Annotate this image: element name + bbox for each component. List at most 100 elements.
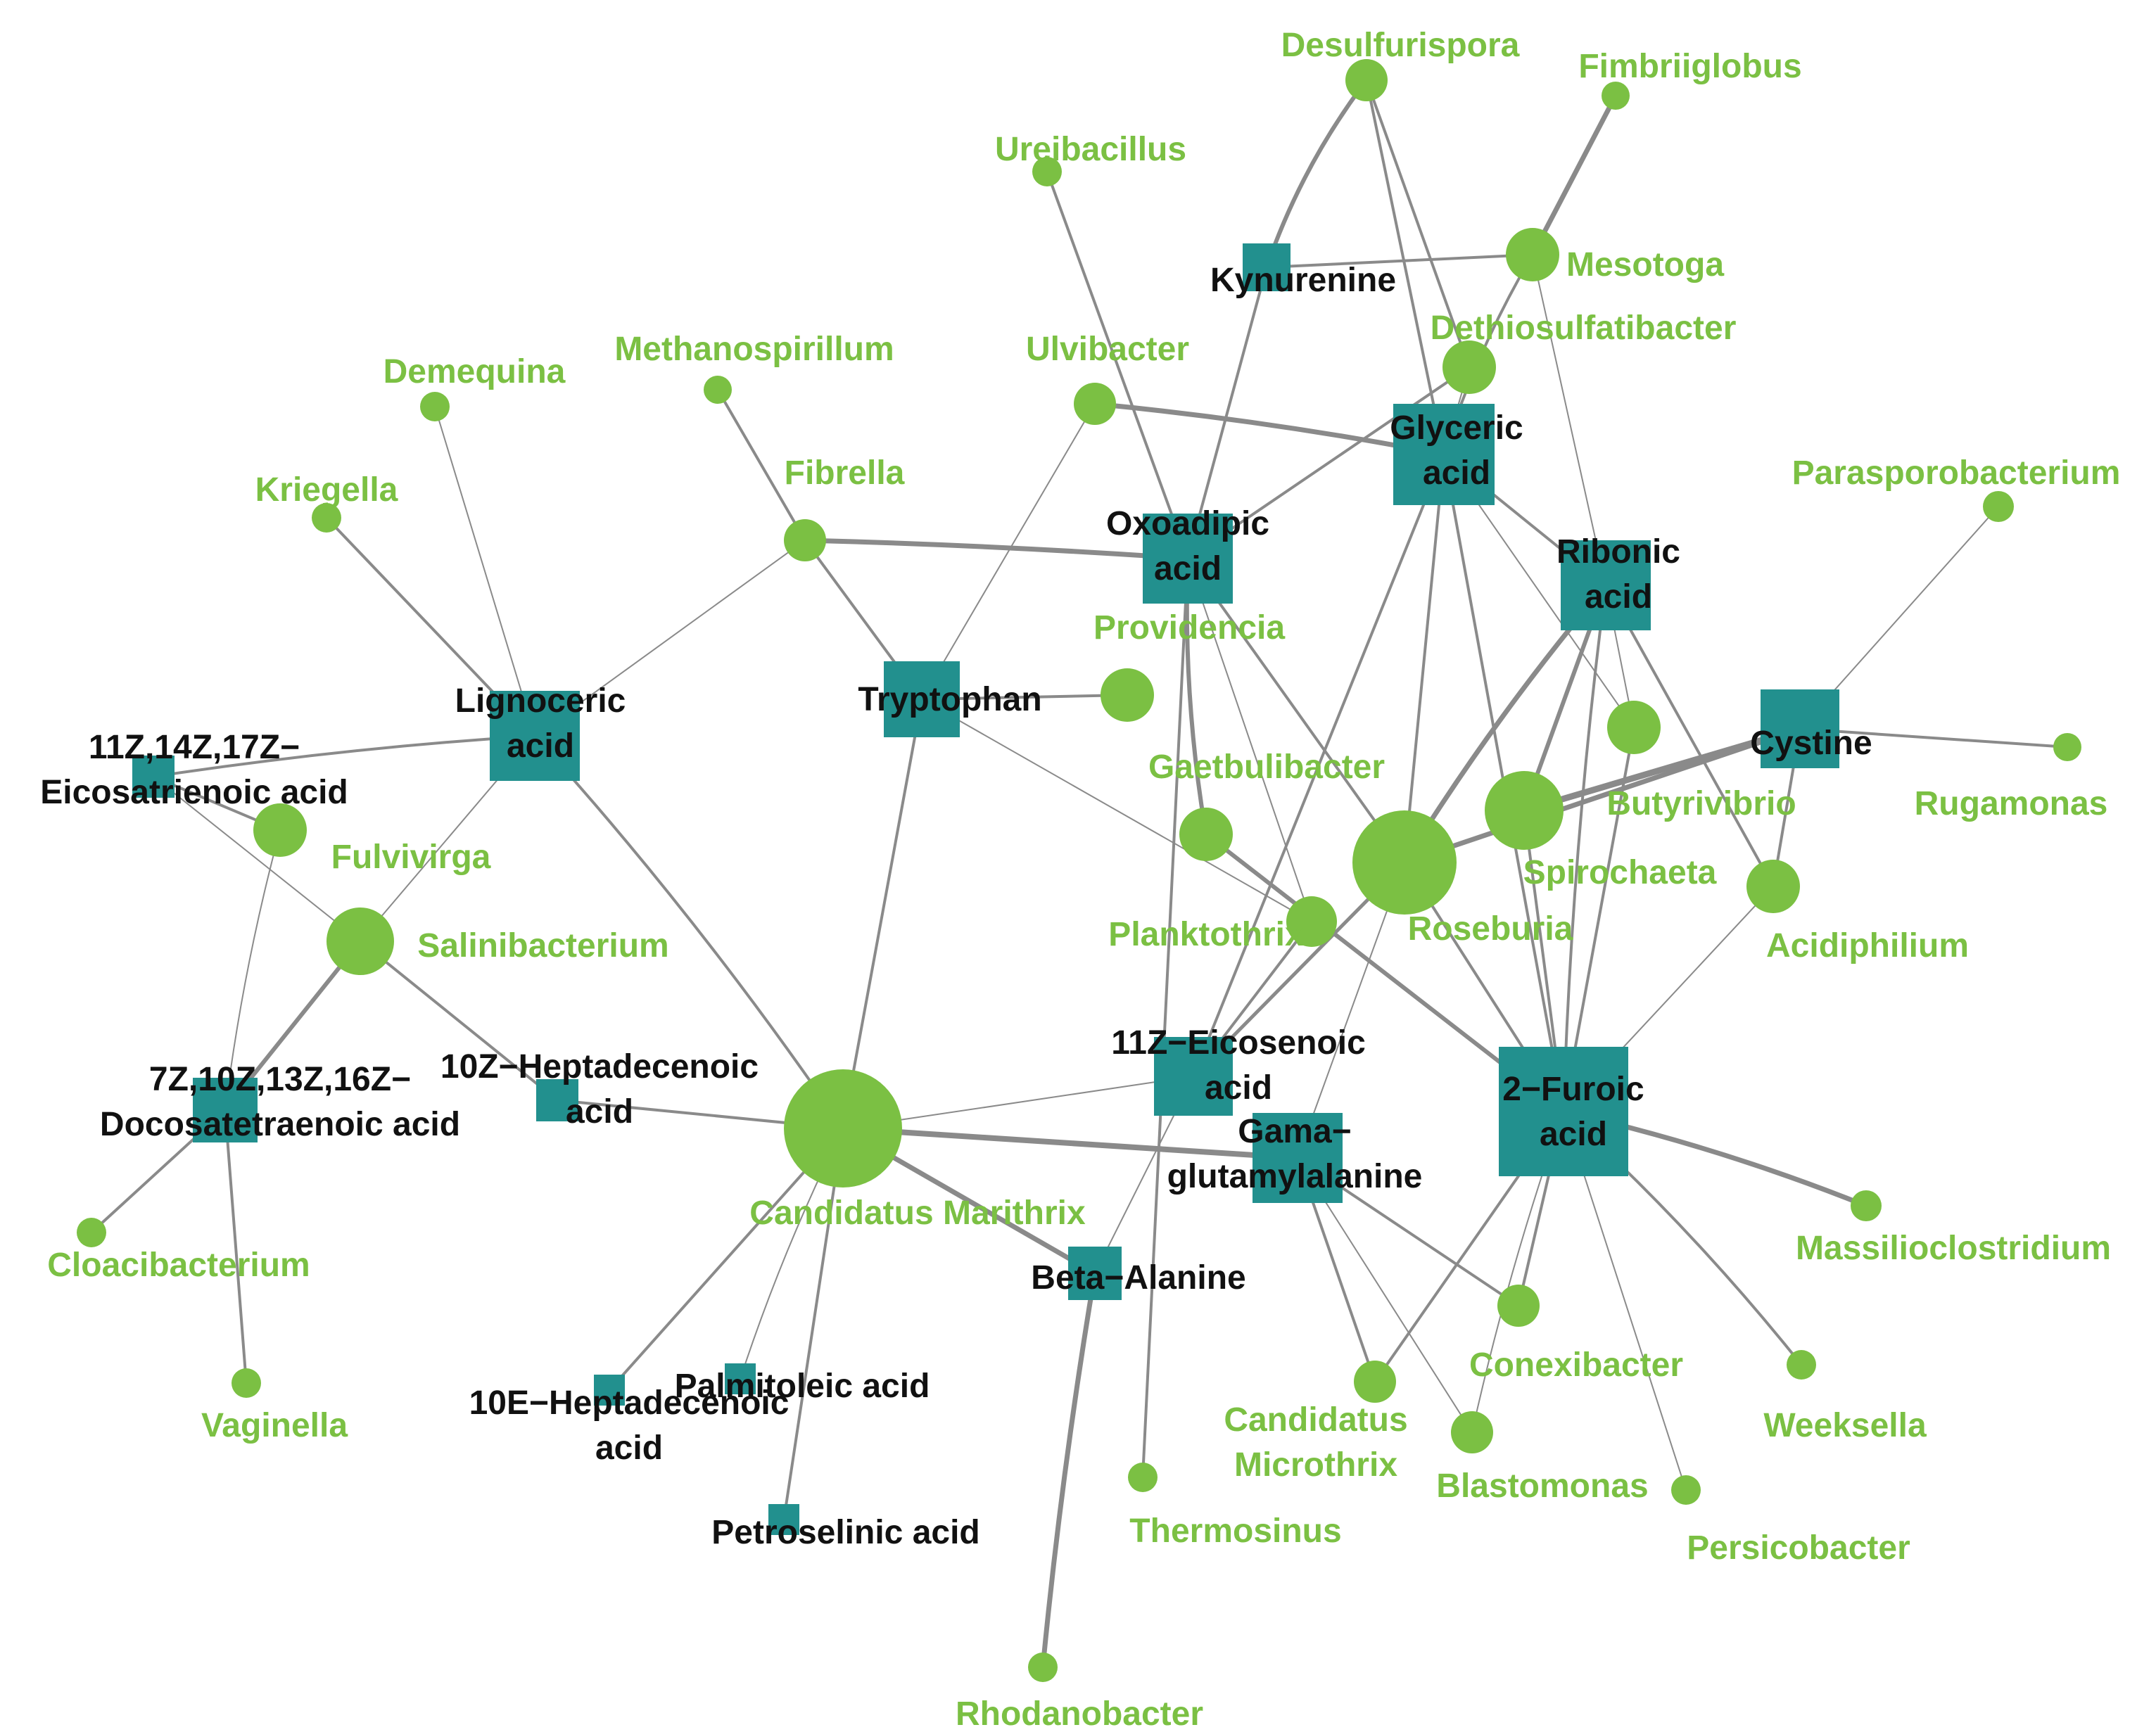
- node-desulfurispora[interactable]: [1345, 59, 1388, 101]
- node-palmitoleic-acid[interactable]: [725, 1363, 756, 1394]
- edge-lignoceric-acid-candidatus-marithrix: [533, 734, 844, 1130]
- label-line: acid: [595, 1429, 663, 1467]
- node-rhodanobacter[interactable]: [1028, 1653, 1058, 1682]
- node-eicosenoic-acid[interactable]: [1154, 1037, 1233, 1116]
- edge-ribonic-acid-furoic-acid: [1562, 584, 1607, 1113]
- label-eicosatrienoic-acid: 11Z,14Z,17Z−Eicosatrienoic acid: [40, 729, 348, 811]
- node-massilioclostridium[interactable]: [1851, 1190, 1882, 1221]
- node-fimbriiglobus[interactable]: [1602, 82, 1630, 110]
- label-cystine: Cystine: [1750, 725, 1872, 762]
- node-ribonic-acid[interactable]: [1561, 540, 1651, 630]
- edge-fimbriiglobus-mesotoga: [1530, 93, 1618, 257]
- node-kynurenine[interactable]: [1243, 243, 1291, 291]
- label-line: Cystine: [1750, 725, 1872, 762]
- node-kriegella[interactable]: [312, 503, 341, 533]
- node-tryptophan[interactable]: [884, 661, 960, 737]
- node-gama-glutamylalanine[interactable]: [1253, 1113, 1343, 1203]
- edge-desulfurispora-kynurenine: [1264, 78, 1369, 269]
- node-cloacibacterium[interactable]: [77, 1218, 106, 1247]
- edge-fibrella-oxoadipic-acid: [802, 537, 1191, 561]
- node-vaginella[interactable]: [232, 1368, 261, 1398]
- label-cloacibacterium: Cloacibacterium: [47, 1247, 310, 1284]
- label-vaginella: Vaginella: [201, 1407, 348, 1444]
- label-line: Gama−: [1238, 1113, 1351, 1150]
- node-ulvibacter[interactable]: [1074, 383, 1116, 425]
- edge-oxoadipic-acid-planktothrix: [1187, 558, 1312, 922]
- node-glyceric-acid[interactable]: [1393, 404, 1495, 505]
- label-line: Butyrivibrio: [1606, 785, 1796, 822]
- label-gama-glutamylalanine: Gama− glutamylalanine: [1167, 1113, 1423, 1195]
- label-fimbriiglobus: Fimbriiglobus: [1578, 48, 1801, 85]
- node-heptadecenoic-10z[interactable]: [536, 1079, 578, 1121]
- node-candidatus-marithrix[interactable]: [784, 1069, 902, 1187]
- edge-glyceric-acid-roseburia: [1403, 453, 1445, 864]
- edge-tryptophan-planktothrix: [921, 699, 1312, 922]
- edge-desulfurispora-glyceric-acid: [1365, 79, 1445, 456]
- label-desulfurispora: Desulfurispora: [1281, 27, 1520, 64]
- edge-lignoceric-acid-eicosatrienoic-acid: [152, 734, 536, 778]
- label-line: Planktothrix: [1108, 916, 1304, 953]
- node-candidatus-microthrix[interactable]: [1354, 1361, 1396, 1403]
- node-gaetbulibacter[interactable]: [1179, 808, 1233, 861]
- node-weeksella[interactable]: [1787, 1350, 1816, 1380]
- label-conexibacter: Conexibacter: [1469, 1346, 1683, 1384]
- node-conexibacter[interactable]: [1497, 1285, 1540, 1327]
- node-salinibacterium[interactable]: [326, 908, 394, 975]
- node-petroselinic-acid[interactable]: [768, 1504, 799, 1535]
- node-acidiphilium[interactable]: [1746, 860, 1800, 913]
- label-line: glutamylalanine: [1167, 1158, 1423, 1195]
- node-roseburia[interactable]: [1352, 810, 1457, 915]
- label-line: Spirochaeta: [1523, 854, 1717, 891]
- node-oxoadipic-acid[interactable]: [1143, 514, 1233, 604]
- node-furoic-acid[interactable]: [1499, 1047, 1628, 1176]
- label-kriegella: Kriegella: [255, 471, 398, 509]
- node-methanospirillum[interactable]: [704, 376, 732, 404]
- label-tryptophan: Tryptophan: [858, 681, 1041, 718]
- node-docosatetraenoic-acid[interactable]: [193, 1078, 258, 1142]
- label-salinibacterium: Salinibacterium: [417, 927, 668, 964]
- label-line: Parasporobacterium: [1792, 454, 2121, 492]
- label-line: Microthrix: [1234, 1446, 1397, 1484]
- label-dethiosulfatibacter: Dethiosulfatibacter: [1431, 310, 1737, 347]
- label-line: acid: [1205, 1069, 1272, 1107]
- label-mesotoga: Mesotoga: [1566, 246, 1724, 284]
- node-spirochaeta[interactable]: [1485, 771, 1564, 850]
- label-line: acid: [566, 1093, 633, 1131]
- node-providencia[interactable]: [1101, 668, 1154, 722]
- node-cystine[interactable]: [1761, 689, 1839, 768]
- edge-oxoadipic-acid-thermosinus: [1141, 557, 1189, 1479]
- label-line: Ribonic: [1556, 533, 1680, 571]
- network-nodes: [77, 59, 2081, 1682]
- label-line: Salinibacterium: [417, 927, 668, 964]
- label-line: 11Z−Eicosenoic: [1111, 1024, 1366, 1062]
- label-line: Ulvibacter: [1026, 331, 1189, 368]
- node-butyrivibrio[interactable]: [1607, 701, 1661, 754]
- node-lignoceric-acid[interactable]: [490, 691, 580, 781]
- node-parasporobacterium[interactable]: [1983, 491, 2014, 522]
- node-planktothrix[interactable]: [1286, 896, 1337, 947]
- node-demequina[interactable]: [420, 392, 450, 421]
- node-blastomonas[interactable]: [1451, 1411, 1493, 1453]
- node-dethiosulfatibacter[interactable]: [1442, 340, 1496, 394]
- node-eicosatrienoic-acid[interactable]: [132, 756, 175, 798]
- label-gaetbulibacter: Gaetbulibacter: [1148, 749, 1385, 786]
- label-methanospirillum: Methanospirillum: [614, 331, 894, 368]
- node-fulvivirga[interactable]: [253, 803, 307, 857]
- node-mesotoga[interactable]: [1506, 228, 1559, 281]
- node-heptadecenoic-10e[interactable]: [594, 1375, 625, 1406]
- label-line: Providencia: [1093, 609, 1285, 647]
- node-rugamonas[interactable]: [2053, 733, 2081, 761]
- label-planktothrix: Planktothrix: [1108, 916, 1304, 953]
- node-fibrella[interactable]: [784, 519, 826, 561]
- node-persicobacter[interactable]: [1671, 1475, 1701, 1505]
- node-thermosinus[interactable]: [1128, 1463, 1158, 1492]
- node-ureibacillus[interactable]: [1032, 157, 1062, 186]
- node-beta-alanine[interactable]: [1068, 1247, 1122, 1300]
- label-line: Fulvivirga: [331, 839, 491, 876]
- edge-cystine-roseburia: [1402, 726, 1803, 865]
